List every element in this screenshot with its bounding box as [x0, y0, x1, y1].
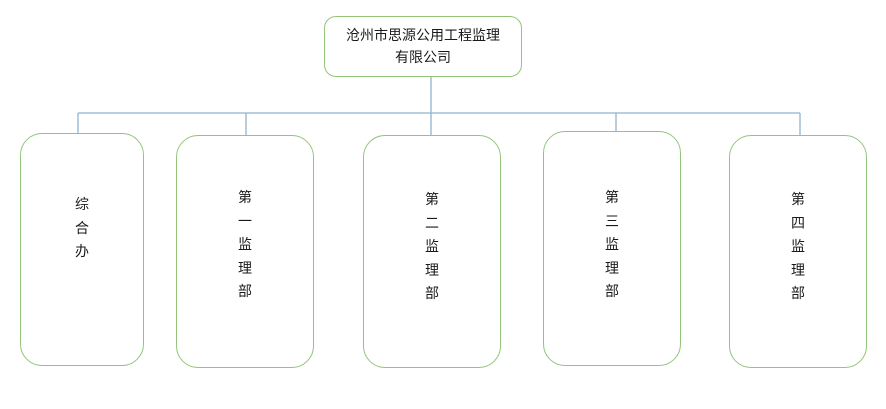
label-char: 理: [238, 260, 252, 277]
department-box-general-office: 综 合 办: [20, 133, 144, 366]
label-char: 第: [425, 192, 439, 208]
department-box-fourth-supervision: 第 四 监 理 部: [729, 135, 867, 368]
department-label: 第 二 监 理 部: [364, 189, 500, 307]
department-box-first-supervision: 第 一 监 理 部: [176, 135, 314, 368]
label-char: 二: [425, 215, 439, 232]
label-char: 合: [75, 220, 89, 237]
label-char: 理: [791, 262, 805, 279]
label-char: 部: [605, 284, 619, 300]
department-box-second-supervision: 第 二 监 理 部: [363, 135, 501, 368]
label-char: 第: [605, 190, 619, 206]
label-char: 部: [791, 286, 805, 302]
label-char: 办: [75, 244, 89, 260]
label-char: 部: [425, 286, 439, 302]
label-char: 监: [791, 239, 805, 255]
department-label: 第 一 监 理 部: [177, 187, 313, 305]
label-char: 第: [238, 190, 252, 206]
company-root-box: 沧州市思源公用工程监理 有限公司: [324, 16, 522, 77]
company-name-line-1: 沧州市思源公用工程监理: [346, 27, 500, 44]
label-char: 监: [605, 237, 619, 253]
label-char: 第: [791, 192, 805, 208]
label-char: 监: [238, 237, 252, 253]
department-label: 第 三 监 理 部: [544, 187, 680, 305]
department-label: 第 四 监 理 部: [730, 189, 866, 307]
label-char: 部: [238, 284, 252, 300]
department-box-third-supervision: 第 三 监 理 部: [543, 131, 681, 366]
company-name-line-2: 有限公司: [395, 49, 451, 66]
label-char: 四: [791, 215, 805, 232]
label-char: 理: [605, 260, 619, 277]
label-char: 综: [75, 197, 89, 213]
label-char: 理: [425, 262, 439, 279]
label-char: 一: [238, 213, 252, 230]
label-char: 三: [605, 213, 619, 230]
label-char: 监: [425, 239, 439, 255]
department-label: 综 合 办: [21, 194, 143, 265]
